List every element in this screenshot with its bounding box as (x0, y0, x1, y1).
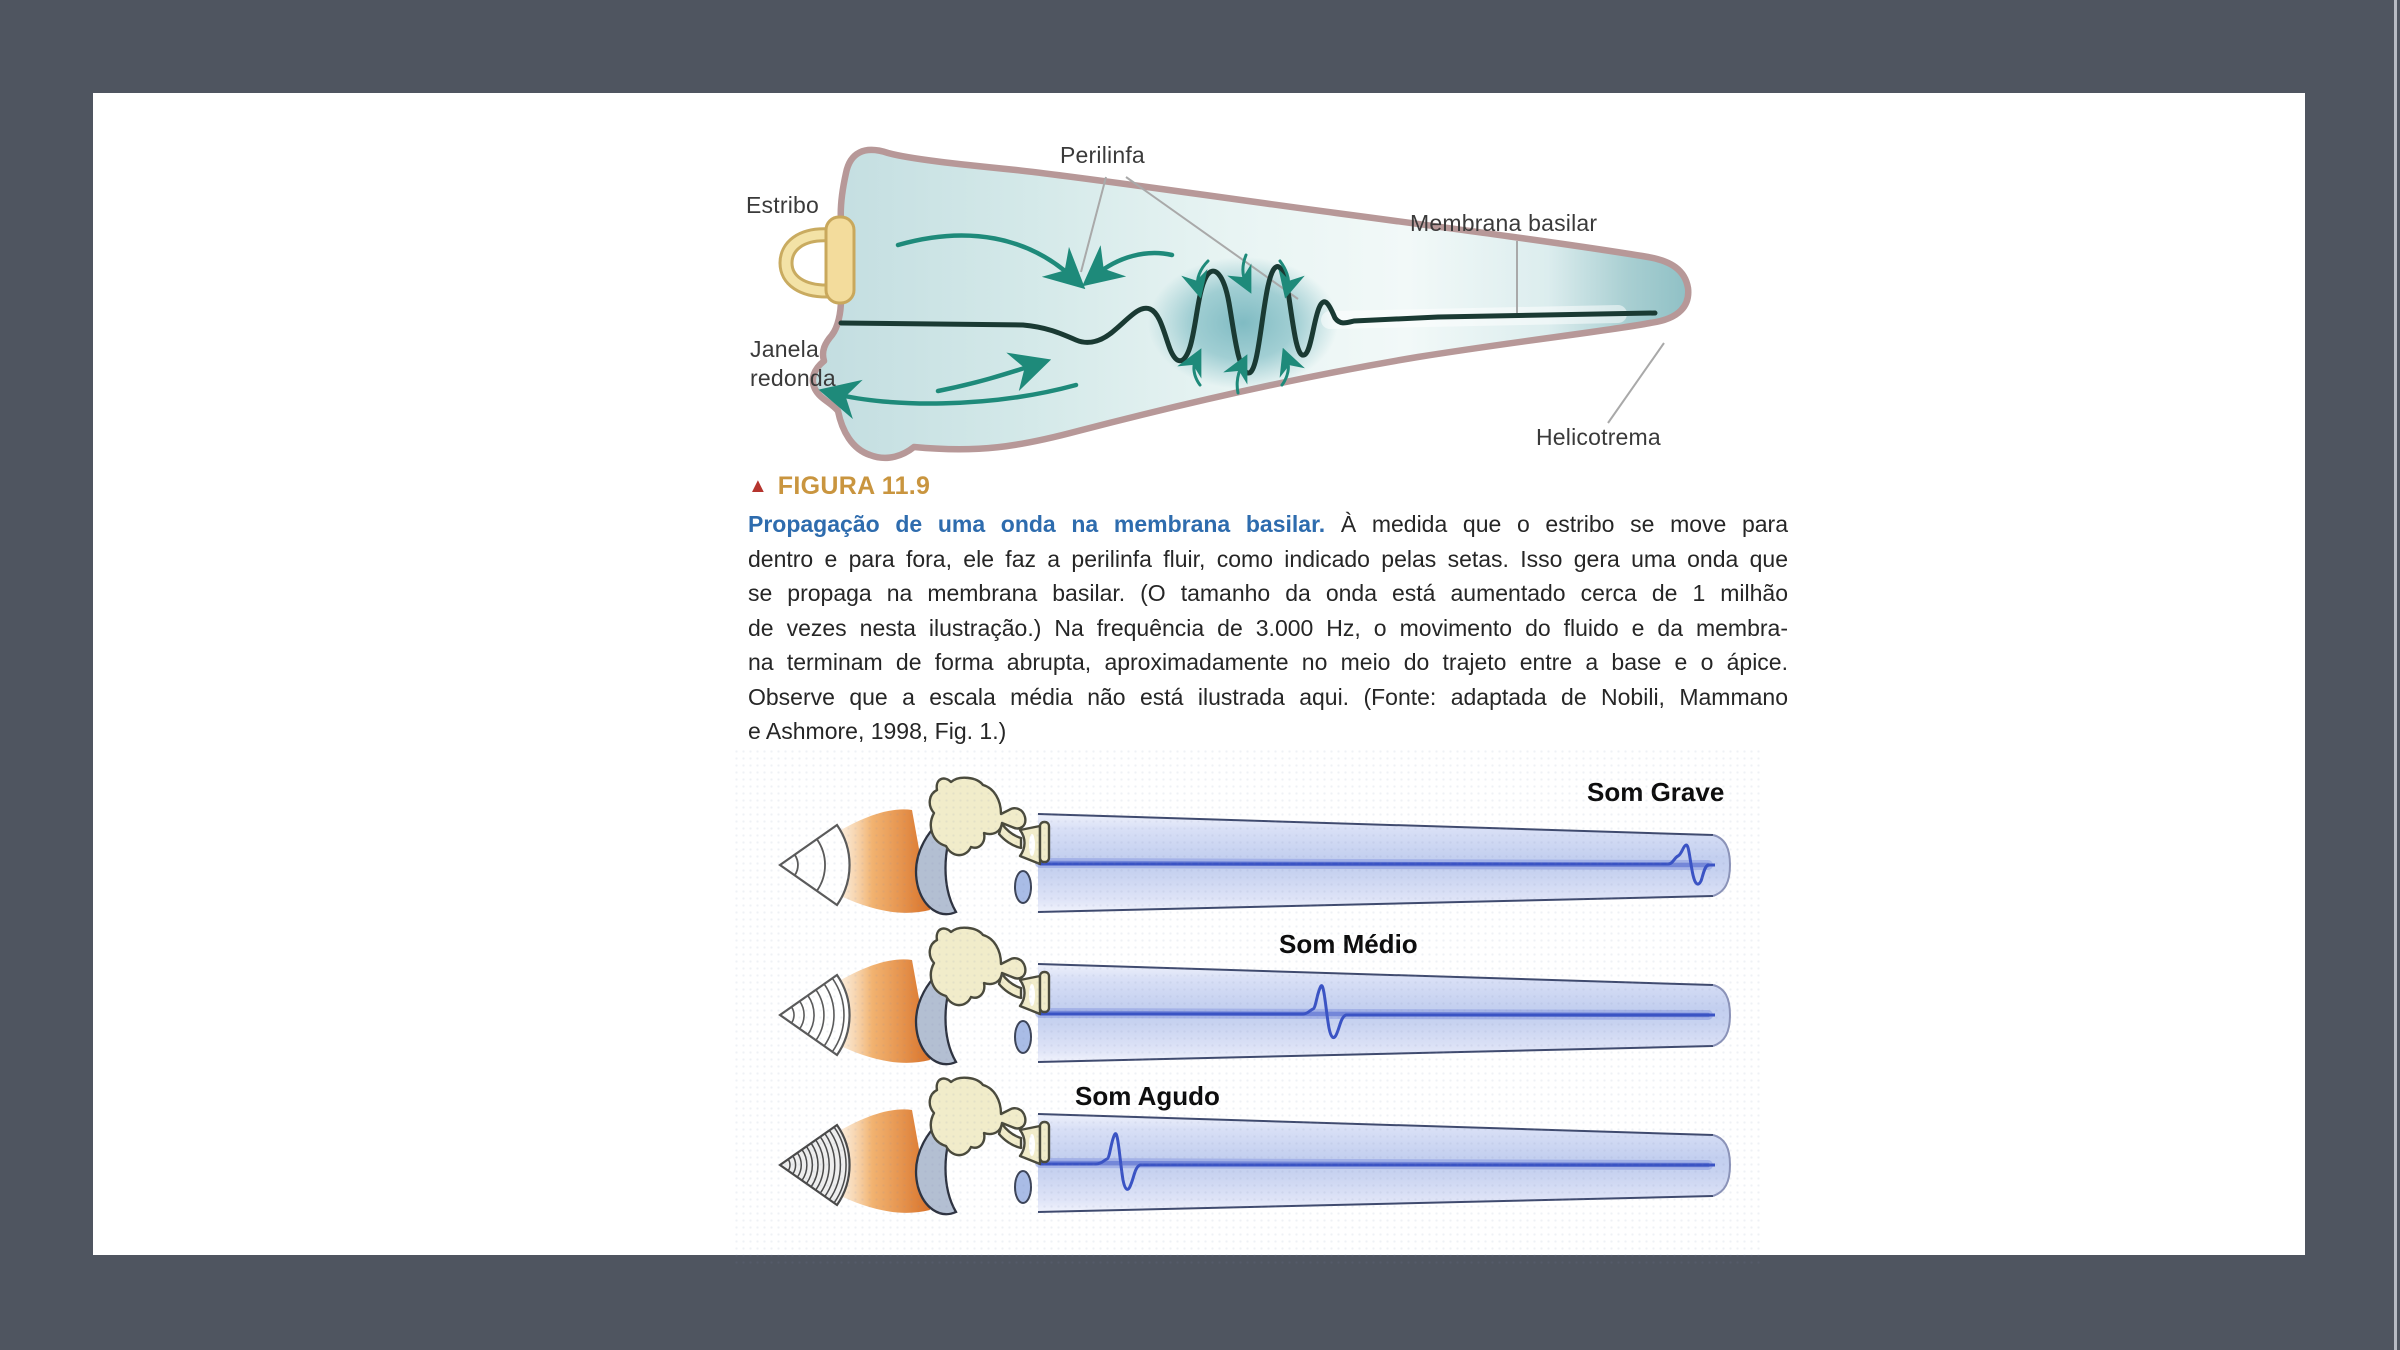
sound-source-cone (778, 973, 851, 1057)
round-window (1014, 870, 1032, 904)
wave-pulse (1040, 843, 1715, 886)
caption-line: de vezes nesta ilustração.) Na frequênci… (748, 614, 1788, 641)
caption-line: dentro e para fora, ele faz a perilinfa … (748, 545, 1788, 572)
figure-number: FIGURA 11.9 (777, 471, 931, 500)
basilar-membrane-wave (838, 264, 1658, 376)
figure-caption: ▲ FIGURA 11.9 Propagação de uma onda na … (748, 471, 1788, 749)
som-agudo-illustration (778, 1076, 1732, 1216)
ossicles (928, 776, 1051, 866)
caption-line: na terminam de forma abrupta, aproximada… (748, 649, 1788, 675)
label-som-grave: Som Grave (1587, 777, 1725, 807)
sound-beam (834, 959, 930, 1063)
figure-row-som-grave (758, 770, 1748, 925)
sound-source-cone (778, 823, 851, 907)
sound-source-cone (778, 1123, 851, 1207)
basilar-membrane-strip (1035, 963, 1732, 1063)
stapes (1038, 820, 1051, 864)
caption-line: e Ashmore, 1998, Fig. 1.) (748, 718, 1007, 744)
cochlea-illustration (778, 146, 1692, 462)
som-medio-illustration (778, 926, 1732, 1066)
label-janela-redonda: Janela redonda (750, 336, 836, 391)
label-helicotrema: Helicotrema (1536, 424, 1661, 450)
screen-edge-line (2394, 0, 2397, 1350)
round-window (1014, 1020, 1032, 1054)
stapes (997, 1122, 1023, 1150)
label-estribo: Estribo (746, 192, 819, 218)
basilar-membrane-strip (1035, 813, 1732, 913)
wave-pulse (1040, 984, 1715, 1040)
caption-line: se propaga na membrana basilar. (O taman… (748, 580, 1788, 606)
ossicles (928, 926, 1051, 1016)
caption-body: Propagação de uma onda na membrana basil… (748, 507, 1788, 749)
stapes-illustration (778, 215, 856, 305)
figure-row-som-medio (758, 920, 1748, 1075)
round-window (1014, 1170, 1032, 1204)
figure-row-som-agudo (758, 1070, 1748, 1225)
document-page: Perilinfa Estribo Membrana basilar Janel… (93, 93, 2305, 1268)
perilymph-flow-arrows (818, 233, 1305, 420)
ossicles (928, 1076, 1051, 1166)
wave-pulse (1040, 1132, 1715, 1191)
label-perilinfa: Perilinfa (1060, 142, 1145, 168)
caption-line: Observe que a escala média não está ilus… (748, 683, 1788, 710)
sound-beam (834, 809, 930, 913)
sound-beam (834, 1109, 930, 1213)
caption-line1-rest: À medida que o estribo se move para (1340, 511, 1789, 537)
stapes (997, 822, 1023, 850)
som-grave-illustration (778, 776, 1732, 916)
stapes (997, 972, 1023, 1000)
label-som-agudo: Som Agudo (1075, 1081, 1220, 1111)
caption-title: Propagação de uma onda na membrana basil… (748, 511, 1326, 537)
stapes (1038, 970, 1051, 1014)
caption-heading: ▲ FIGURA 11.9 (748, 471, 1788, 501)
basilar-membrane-strip (1035, 1113, 1732, 1213)
caption-line: Propagação de uma onda na membrana basil… (748, 507, 1788, 542)
stapes (1038, 1120, 1051, 1164)
label-membrana-basilar: Membrana basilar (1410, 210, 1598, 236)
label-som-medio: Som Médio (1279, 929, 1418, 959)
figure-marker-icon: ▲ (748, 475, 768, 497)
figure-cochlea-diagram: Perilinfa Estribo Membrana basilar Janel… (738, 133, 1713, 468)
